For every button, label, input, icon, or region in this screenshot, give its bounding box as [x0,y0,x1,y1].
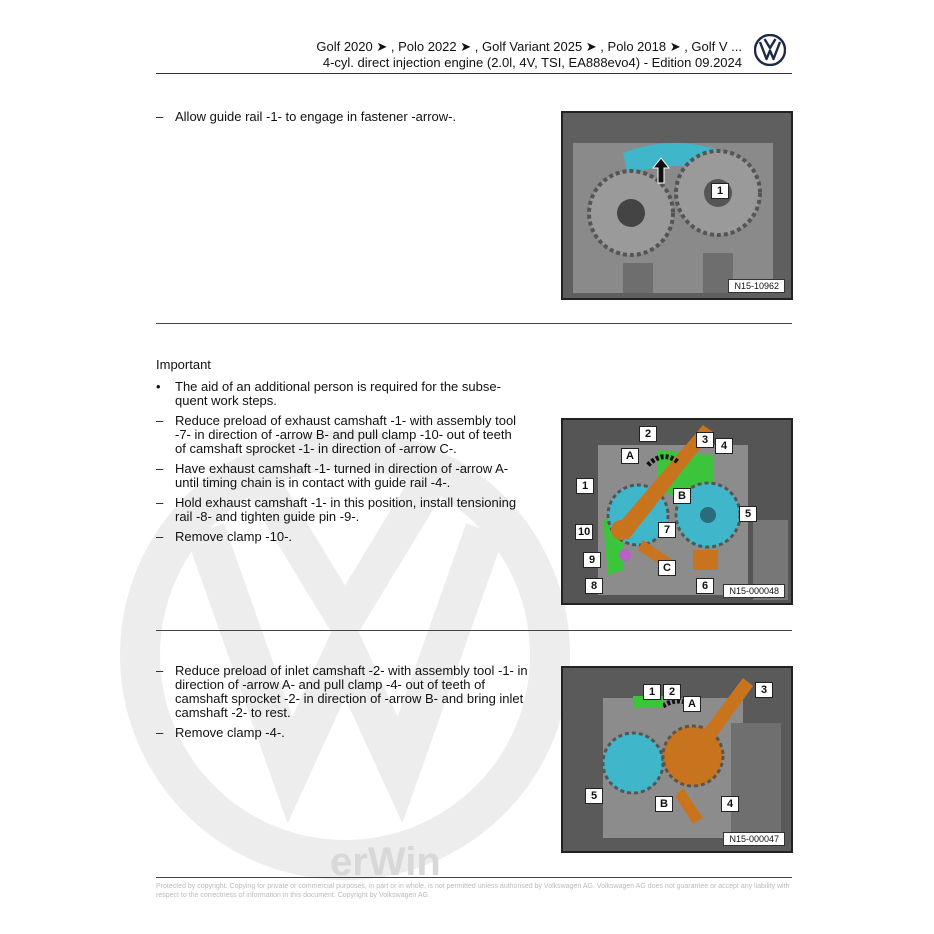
instruction-item: – Hold exhaust camshaft -1- in this posi… [156,496,526,524]
dash-mark: – [156,461,164,476]
header-rule [156,73,792,74]
instruction-item: • The aid of an additional person is req… [156,380,526,408]
dash-mark: – [156,495,164,510]
bullet-mark: • [156,379,161,394]
callout: B [673,488,691,504]
instruction-text: Reduce preload of inlet camshaft -2- wit… [175,663,528,720]
callout: 3 [696,432,714,448]
callout: 10 [575,524,594,540]
callout: A [683,696,701,712]
dash-mark: – [156,663,164,678]
engine-illustration [563,113,791,298]
instruction-item: – Have exhaust camshaft -1- turned in di… [156,462,526,490]
figure-exhaust-camshaft: 2 3 4 A 1 B 5 10 7 9 C 8 6 N15-000048 [561,418,793,605]
callout: 4 [721,796,739,812]
header-engine-edition: 4-cyl. direct injection engine (2.0l, 4V… [322,55,742,70]
callout: 9 [583,552,601,568]
figure-code: N15-10962 [728,279,785,293]
callout: 5 [739,506,757,522]
callout: A [621,448,639,464]
figure-inlet-camshaft: 1 2 3 A 5 B 4 N15-000047 [561,666,793,853]
figure-code: N15-000048 [723,584,785,598]
callout: 7 [658,522,676,538]
section-1-text: – Allow guide rail -1- to engage in fast… [156,110,536,130]
dash-mark: – [156,109,164,124]
callout: 3 [755,682,773,698]
section-divider [156,323,792,324]
callout: 1 [711,183,729,199]
header-models: Golf 2020 ➤ , Polo 2022 ➤ , Golf Variant… [316,39,742,54]
section-divider [156,877,792,878]
callout: 4 [715,438,733,454]
instruction-text: The aid of an additional person is requi… [175,379,501,408]
callout: 8 [585,578,603,594]
callout: 1 [643,684,661,700]
callout: 2 [639,426,657,442]
callout: B [655,796,673,812]
watermark-legal-text: Protected by copyright. Copying for priv… [156,883,790,899]
dash-mark: – [156,413,164,428]
callout: C [658,560,676,576]
instruction-text: Hold exhaust camshaft -1- in this positi… [175,495,517,524]
figure-guide-rail: 1 N15-10962 [561,111,793,300]
figure-code: N15-000047 [723,832,785,846]
instruction-item: – Reduce preload of inlet camshaft -2- w… [156,664,534,720]
important-heading: Important [156,357,211,372]
dash-mark: – [156,529,164,544]
callout: 2 [663,684,681,700]
callout: 5 [585,788,603,804]
callout: 1 [576,478,594,494]
dash-mark: – [156,725,164,740]
instruction-item: – Allow guide rail -1- to engage in fast… [156,110,536,124]
instruction-text: Remove clamp -4-. [175,725,285,740]
instruction-item: – Reduce preload of exhaust camshaft -1-… [156,414,526,456]
instruction-text: Have exhaust camshaft -1- turned in dire… [175,461,509,490]
instruction-text: Remove clamp -10-. [175,529,293,544]
section-3-text: – Reduce preload of inlet camshaft -2- w… [156,664,534,746]
section-divider [156,630,792,631]
page-header: Golf 2020 ➤ , Polo 2022 ➤ , Golf Variant… [156,34,792,76]
instruction-item: – Remove clamp -10-. [156,530,526,544]
vw-logo-icon [754,34,786,66]
instruction-item: – Remove clamp -4-. [156,726,534,740]
instruction-text: Allow guide rail -1- to engage in fasten… [175,109,457,124]
section-2-text: Important • The aid of an additional per… [156,358,526,550]
instruction-text: Reduce preload of exhaust camshaft -1- w… [175,413,517,456]
callout: 6 [696,578,714,594]
